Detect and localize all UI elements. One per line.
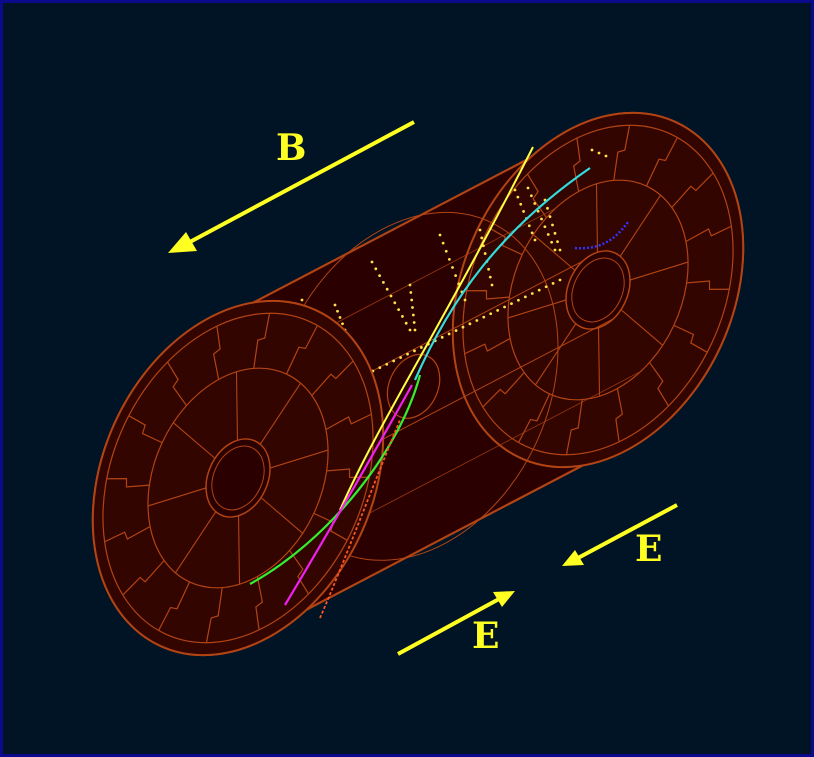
hit-cluster-j bbox=[554, 249, 557, 252]
hit-curve-main bbox=[545, 285, 548, 288]
hit-curve-main bbox=[510, 302, 513, 305]
hit-cluster-f bbox=[411, 306, 414, 309]
hit-curve-main bbox=[559, 279, 562, 282]
hit-cluster-d bbox=[334, 304, 337, 307]
hit-cluster-k bbox=[559, 249, 562, 252]
hit-cluster-j bbox=[540, 218, 543, 221]
hit-curve-main bbox=[406, 353, 409, 356]
hit-cluster-e bbox=[386, 288, 389, 291]
hit-cluster-e bbox=[405, 322, 408, 325]
hit-cluster-h bbox=[480, 236, 483, 239]
hit-cluster-e bbox=[401, 315, 404, 318]
hit-cluster-h bbox=[487, 268, 490, 271]
hit-cluster-f bbox=[412, 314, 415, 317]
hit-cluster-j bbox=[530, 194, 533, 197]
hit-curve-main bbox=[385, 363, 388, 366]
hit-cluster-l bbox=[605, 155, 608, 158]
hit-curve-main bbox=[462, 326, 465, 329]
hit-cluster-f bbox=[409, 291, 412, 294]
hit-curve-main bbox=[482, 316, 485, 319]
hit-cluster-g bbox=[464, 299, 467, 302]
hit-cluster-d bbox=[341, 322, 344, 325]
hit-cluster-g bbox=[448, 258, 451, 261]
hit-cluster-i bbox=[516, 196, 519, 199]
hit-cluster-k bbox=[546, 207, 549, 210]
hit-cluster-h bbox=[484, 252, 487, 255]
hit-cluster-j bbox=[543, 225, 546, 228]
hit-cluster-i bbox=[514, 189, 517, 192]
hit-cluster-g bbox=[445, 250, 448, 253]
hit-curve-main bbox=[392, 360, 395, 363]
hit-curve-main bbox=[448, 333, 451, 336]
hit-cluster-h bbox=[491, 284, 494, 287]
hit-curve-main bbox=[469, 322, 472, 325]
hit-cluster-l bbox=[591, 149, 594, 152]
hit-curve-main bbox=[496, 309, 499, 312]
hit-cluster-h bbox=[479, 229, 482, 232]
hit-cluster-e bbox=[409, 329, 412, 332]
e-field-label-upper: E bbox=[635, 531, 662, 567]
hit-cluster-e bbox=[371, 261, 374, 264]
hit-cluster-c bbox=[301, 299, 304, 302]
hit-curve-main bbox=[455, 329, 458, 332]
hit-cluster-i bbox=[519, 203, 522, 206]
hit-cluster-f bbox=[409, 284, 412, 287]
hit-cluster-k bbox=[556, 240, 559, 243]
hit-curve-main bbox=[399, 356, 402, 359]
hit-cluster-e bbox=[378, 274, 381, 277]
hit-curve-main bbox=[503, 306, 506, 309]
hit-cluster-g bbox=[442, 242, 445, 245]
hit-cluster-g bbox=[439, 234, 442, 237]
e-field-label-lower: E bbox=[472, 618, 499, 654]
hit-cluster-j bbox=[527, 187, 530, 190]
hit-cluster-k bbox=[554, 232, 557, 235]
hit-curve-main bbox=[378, 366, 381, 369]
hit-cluster-e bbox=[374, 267, 377, 270]
hit-curve-main bbox=[413, 349, 416, 352]
hit-cluster-j bbox=[533, 202, 536, 205]
hit-cluster-e bbox=[393, 301, 396, 304]
hit-cluster-l bbox=[598, 152, 601, 155]
hit-cluster-f bbox=[413, 321, 416, 324]
hit-cluster-i bbox=[528, 224, 531, 227]
hit-cluster-d bbox=[339, 316, 342, 319]
hit-cluster-i bbox=[531, 231, 534, 234]
hit-curve-main bbox=[524, 295, 527, 298]
hit-curve-main bbox=[489, 312, 492, 315]
hit-curve-main bbox=[531, 292, 534, 295]
hit-cluster-f bbox=[410, 299, 413, 302]
hit-cluster-i bbox=[522, 210, 525, 213]
hit-cluster-g bbox=[454, 274, 457, 277]
hit-curve-main bbox=[475, 319, 478, 322]
hit-curve-main bbox=[517, 299, 520, 302]
hit-cluster-e bbox=[390, 295, 393, 298]
hit-cluster-k bbox=[549, 215, 552, 218]
hit-curve-main bbox=[420, 346, 423, 349]
hit-cluster-j bbox=[550, 241, 553, 244]
hit-cluster-f bbox=[414, 329, 417, 332]
hit-cluster-e bbox=[397, 308, 400, 311]
hit-cluster-k bbox=[551, 224, 554, 227]
hit-cluster-i bbox=[534, 239, 537, 242]
b-field-label: B bbox=[276, 130, 306, 166]
hit-cluster-j bbox=[547, 233, 550, 236]
hit-cluster-h bbox=[489, 276, 492, 279]
hit-curve-main bbox=[441, 336, 444, 339]
hit-cluster-g bbox=[451, 266, 454, 269]
hit-cluster-d bbox=[336, 310, 339, 313]
hit-curve-main bbox=[538, 289, 541, 292]
hit-cluster-e bbox=[382, 281, 385, 284]
hit-curve-main bbox=[552, 282, 555, 285]
